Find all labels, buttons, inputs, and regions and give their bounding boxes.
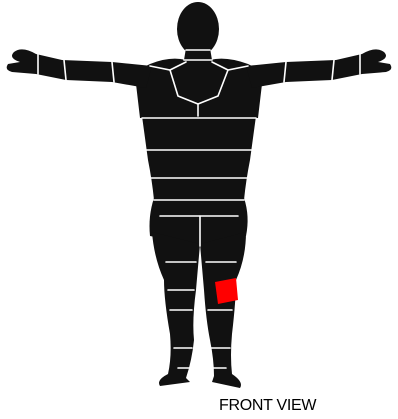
body-figure	[0, 0, 398, 395]
right-arm	[7, 49, 152, 88]
right-leg	[152, 232, 200, 386]
view-label: FRONT VIEW	[219, 397, 316, 415]
head	[177, 2, 219, 56]
highlight-region	[215, 278, 238, 304]
left-arm	[246, 49, 391, 88]
mid-torso	[142, 116, 256, 200]
